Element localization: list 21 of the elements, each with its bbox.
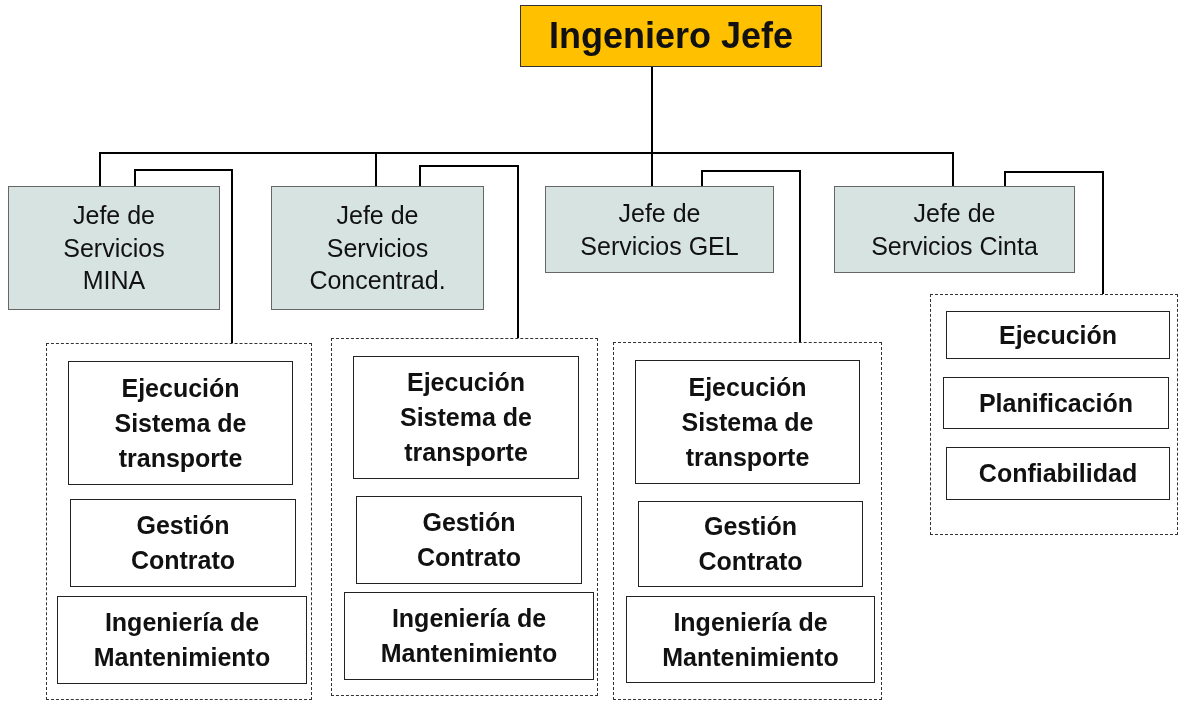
task-box: Ejecución xyxy=(946,311,1170,359)
task-box: Ingeniería de Mantenimiento xyxy=(57,596,307,684)
task-box: Ingeniería de Mantenimiento xyxy=(344,592,594,680)
role-box: Jefe de Servicios MINA xyxy=(8,186,220,310)
role-box: Jefe de Servicios GEL xyxy=(545,186,774,273)
task-box: Gestión Contrato xyxy=(638,501,863,587)
task-box: Gestión Contrato xyxy=(70,499,296,587)
task-box: Ejecución Sistema de transporte xyxy=(353,356,579,479)
task-box: Planificación xyxy=(943,377,1169,429)
dashed-group-frame xyxy=(46,343,312,700)
dashed-group-frame xyxy=(331,338,598,696)
task-box: Ejecución Sistema de transporte xyxy=(68,361,293,485)
dashed-group-frame xyxy=(613,342,882,700)
role-box: Jefe de Servicios Concentrad. xyxy=(271,186,484,310)
task-box: Confiabilidad xyxy=(946,447,1170,500)
title-box: Ingeniero Jefe xyxy=(520,5,822,67)
dashed-group-frame xyxy=(930,294,1178,535)
task-box: Gestión Contrato xyxy=(356,496,582,584)
task-box: Ejecución Sistema de transporte xyxy=(635,360,860,484)
role-box: Jefe de Servicios Cinta xyxy=(834,186,1075,273)
task-box: Ingeniería de Mantenimiento xyxy=(626,596,875,683)
